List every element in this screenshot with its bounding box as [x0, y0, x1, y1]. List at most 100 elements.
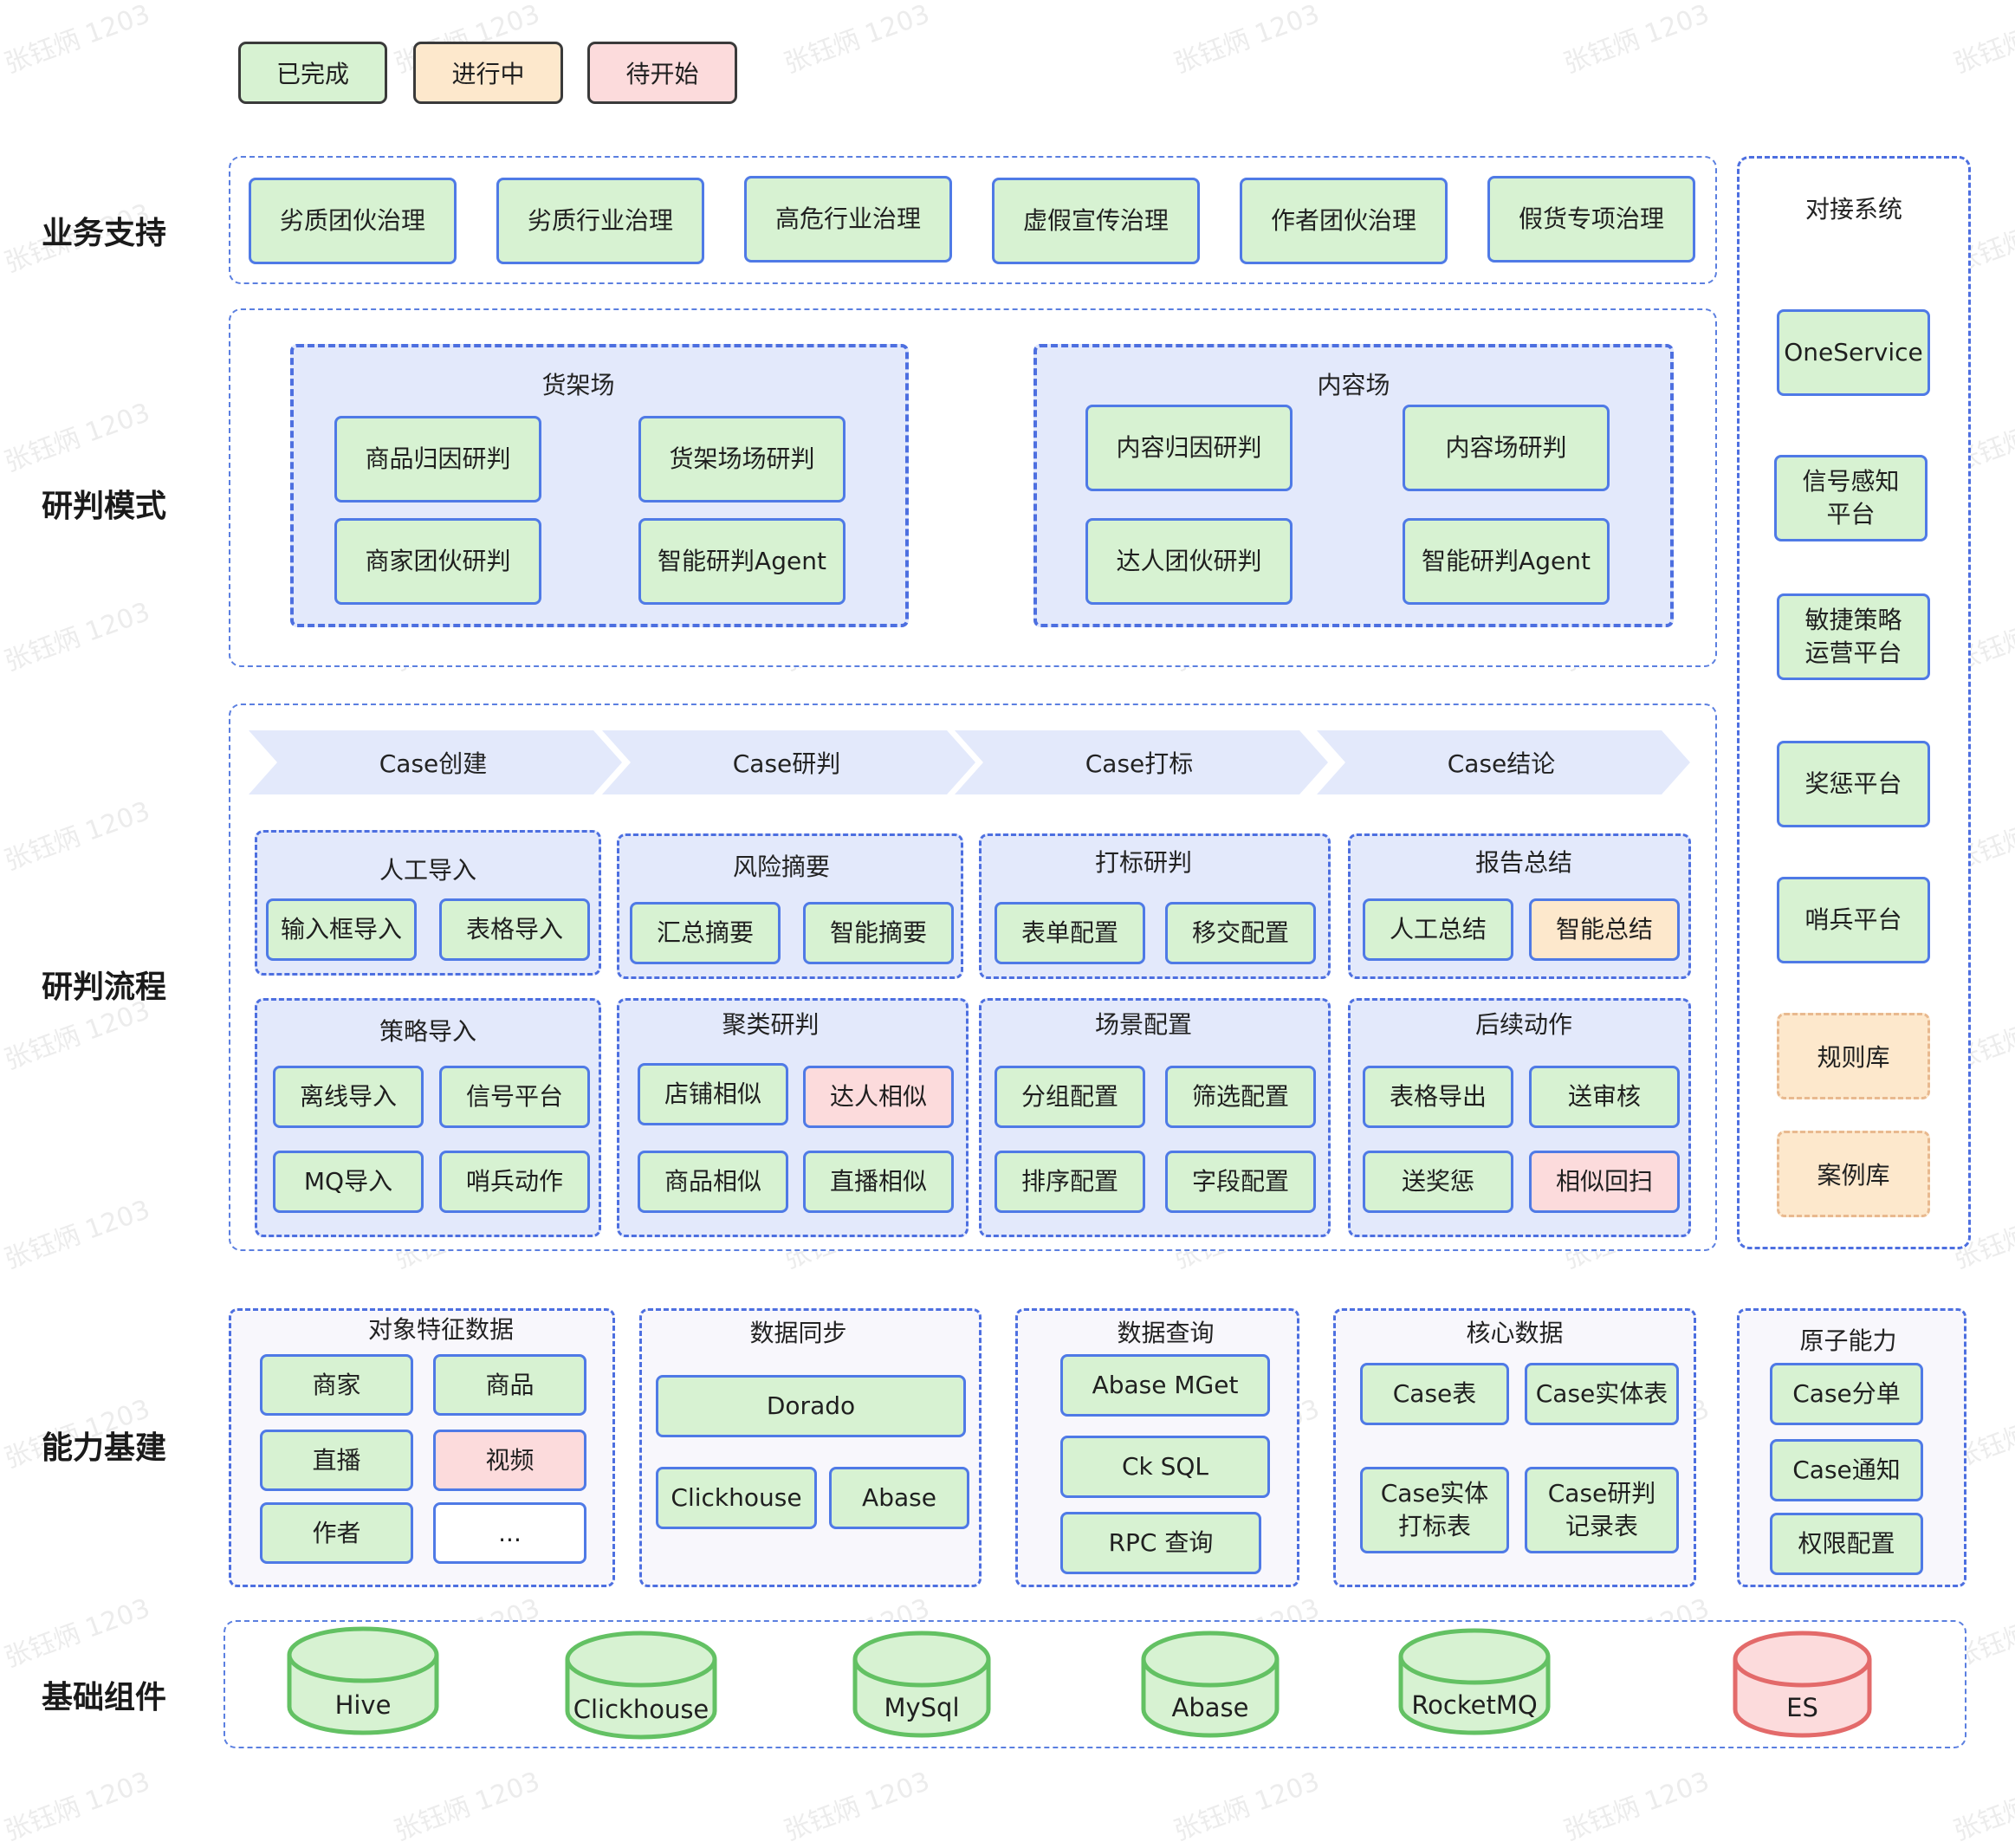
- business-item: 假货专项治理: [1487, 176, 1695, 263]
- content-item: 内容场研判: [1403, 405, 1610, 491]
- flow-item: 移交配置: [1165, 902, 1316, 964]
- core-item: Case实体 打标表: [1360, 1467, 1509, 1553]
- stage-arrow: [602, 730, 975, 794]
- business-item: 作者团伙治理: [1240, 178, 1448, 264]
- flow-group-title: 场景配置: [1094, 1010, 1192, 1039]
- database-cylinder: RocketMQ: [1398, 1628, 1551, 1735]
- flow-group-title: 聚类研判: [722, 1010, 820, 1039]
- system-item: 哨兵平台: [1777, 877, 1930, 963]
- capability-sync-title: 数据同步: [749, 1319, 847, 1347]
- system-item: 敏捷策略 运营平台: [1777, 593, 1930, 680]
- flow-item: 表单配置: [995, 902, 1145, 964]
- flow-group-title: 打标研判: [1094, 848, 1192, 877]
- capability-query-title: 数据查询: [1117, 1319, 1215, 1347]
- capability-object-title: 对象特征数据: [367, 1315, 514, 1344]
- content-group-title: 内容场: [1317, 371, 1390, 399]
- row-label-mode: 研判模式: [42, 489, 167, 524]
- flow-item: 哨兵动作: [439, 1151, 590, 1213]
- flow-item: 离线导入: [273, 1066, 424, 1128]
- query-item: Ck SQL: [1060, 1436, 1270, 1498]
- cylinder-label: RocketMQ: [1411, 1690, 1537, 1720]
- object-item: 商家: [260, 1354, 413, 1416]
- object-item: 商品: [433, 1354, 586, 1416]
- stage-arrows: [249, 730, 1690, 794]
- legend-done: 已完成: [238, 42, 387, 104]
- flow-item: 相似回扫: [1529, 1151, 1680, 1213]
- content-item: 达人团伙研判: [1085, 518, 1293, 605]
- flow-item: 信号平台: [439, 1066, 590, 1128]
- system-item: 信号感知 平台: [1774, 455, 1928, 541]
- system-item: OneService: [1777, 309, 1930, 396]
- core-item: Case研判 记录表: [1525, 1467, 1679, 1553]
- flow-item: 达人相似: [803, 1066, 954, 1128]
- flow-item: 直播相似: [803, 1151, 954, 1213]
- object-item: ...: [433, 1502, 586, 1564]
- shelf-item: 商家团伙研判: [334, 518, 541, 605]
- flow-item: 排序配置: [995, 1151, 1145, 1213]
- flow-item: 表格导入: [439, 898, 590, 961]
- flow-item: 筛选配置: [1165, 1066, 1316, 1128]
- flow-item: 智能摘要: [803, 902, 954, 964]
- flow-item: 店铺相似: [638, 1063, 788, 1125]
- system-item: 规则库: [1777, 1013, 1930, 1099]
- legend-in-progress: 进行中: [413, 42, 563, 104]
- database-cylinder: Clickhouse: [565, 1631, 717, 1740]
- stage-label: Case创建: [379, 749, 488, 778]
- systems-title: 对接系统: [1804, 195, 1902, 224]
- system-item: 案例库: [1777, 1131, 1930, 1217]
- shelf-item: 智能研判Agent: [638, 518, 846, 605]
- sync-item: Abase: [829, 1467, 969, 1529]
- capability-atomic-title: 原子能力: [1799, 1326, 1897, 1355]
- stage-arrow: [249, 730, 622, 794]
- flow-group-title: 风险摘要: [732, 853, 830, 881]
- cylinder-top: [1141, 1631, 1280, 1688]
- atomic-item: Case通知: [1770, 1439, 1923, 1501]
- capability-sync-panel: [639, 1308, 982, 1587]
- sync-item: Dorado: [656, 1375, 966, 1437]
- database-cylinder: MySql: [852, 1631, 991, 1738]
- query-item: Abase MGet: [1060, 1354, 1270, 1417]
- cylinder-top: [565, 1631, 717, 1688]
- content-item: 智能研判Agent: [1403, 518, 1610, 605]
- business-item: 高危行业治理: [744, 176, 952, 263]
- database-cylinder: Abase: [1141, 1631, 1280, 1738]
- cylinder-top: [1398, 1628, 1551, 1685]
- atomic-item: Case分单: [1770, 1363, 1923, 1425]
- object-item: 作者: [260, 1502, 413, 1564]
- flow-group-title: 人工导入: [379, 856, 476, 885]
- atomic-item: 权限配置: [1770, 1513, 1923, 1575]
- shelf-item: 商品归因研判: [334, 416, 541, 503]
- stage-label: Case打标: [1085, 749, 1194, 778]
- business-item: 劣质行业治理: [496, 178, 704, 264]
- object-item: 视频: [433, 1430, 586, 1491]
- row-label-flow: 研判流程: [42, 969, 167, 1005]
- flow-item: 汇总摘要: [630, 902, 781, 964]
- stage-label: Case结论: [1447, 749, 1556, 778]
- stage-arrow: [1317, 730, 1690, 794]
- row-label-base: 基础组件: [42, 1680, 167, 1715]
- flow-group-title: 策略导入: [379, 1017, 476, 1046]
- sync-item: Clickhouse: [656, 1467, 817, 1529]
- flow-group-title: 报告总结: [1474, 848, 1572, 877]
- flow-item: 送奖惩: [1363, 1151, 1513, 1213]
- flow-group-title: 后续动作: [1474, 1010, 1572, 1039]
- cylinder-label: MySql: [884, 1693, 959, 1722]
- core-item: Case表: [1360, 1363, 1509, 1425]
- cylinder-top: [287, 1626, 439, 1683]
- flow-item: 送审核: [1529, 1066, 1680, 1128]
- cylinder-top: [852, 1631, 991, 1688]
- cylinder-label: ES: [1786, 1693, 1818, 1722]
- cylinder-label: Hive: [335, 1690, 392, 1720]
- row-label-business: 业务支持: [42, 216, 167, 251]
- database-cylinder: Hive: [287, 1626, 439, 1735]
- base-panel: [224, 1620, 1966, 1748]
- stage-arrow: [955, 730, 1328, 794]
- business-panel: [229, 156, 1717, 284]
- flow-item: 智能总结: [1529, 898, 1680, 961]
- core-item: Case实体表: [1525, 1363, 1679, 1425]
- business-item: 劣质团伙治理: [249, 178, 457, 264]
- database-cylinder: ES: [1733, 1631, 1872, 1738]
- flow-item: 字段配置: [1165, 1151, 1316, 1213]
- flow-item: 输入框导入: [266, 898, 417, 961]
